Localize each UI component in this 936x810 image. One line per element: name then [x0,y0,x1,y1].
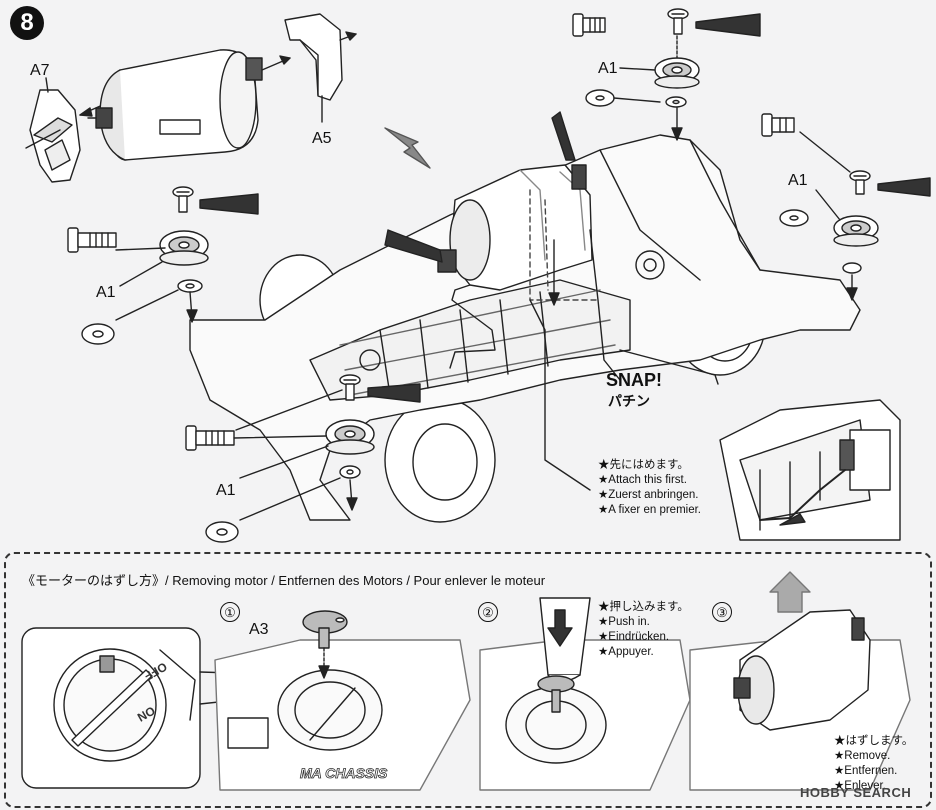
attach-first-note-jp: ★先にはめます。 [598,459,689,471]
roller-top-right [572,8,761,141]
motor-inserted [384,111,719,491]
watermark: HOBBY SEARCH [800,785,912,800]
direction-arrow [384,127,431,169]
remove-note-de: ★Entfernen. [834,765,898,777]
attach-first-notes: ★先にはめます。 ★Attach this first. ★Zuerst anb… [598,458,701,518]
motor-subassembly [25,13,357,183]
step-number-badge: 8 [10,6,44,40]
switch-detail [21,627,331,789]
push-in-notes: ★押し込みます。 ★Push in. ★Eindrücken. ★Appuyer… [598,600,689,660]
part-label-a1-top-right: A1 [598,60,618,77]
part-label-a1-right: A1 [788,172,808,189]
removal-step-2 [479,597,691,791]
remove-notes: ★はずします。 ★Remove. ★Entfernen. ★Enlever. [834,734,913,794]
removal-step-number-2: ② [478,602,498,622]
push-note-en: ★Push in. [598,616,650,628]
removing-motor-panel [4,552,932,808]
remove-note-fr: ★Enlever. [834,780,886,792]
roller-left [67,186,259,345]
remove-note-en: ★Remove. [834,750,891,762]
attach-first-note-fr: ★A fixer en premier. [598,504,701,516]
remove-note-jp: ★はずします。 [834,735,914,747]
part-label-a1-bottom: A1 [216,482,236,499]
push-note-jp: ★押し込みます。 [598,601,689,613]
removal-step-number-3: ③ [712,602,732,622]
roller-right [761,113,931,301]
attach-first-inset [719,399,901,541]
part-label-a5: A5 [312,130,332,147]
push-note-fr: ★Appuyer. [598,646,654,658]
attach-first-note-en: ★Attach this first. [598,474,687,486]
attach-first-note-de: ★Zuerst anbringen. [598,489,699,501]
part-label-a7: A7 [30,62,50,79]
removal-step-3 [689,571,911,791]
part-label-a3: A3 [249,621,269,638]
chassis-text: MA CHASSIS [300,765,388,781]
removal-step-1 [214,610,471,791]
snap-japanese-label: パチン [608,393,650,409]
roller-bottom [185,374,421,543]
removing-motor-title: 《モーターのはずし方》/ Removing motor / Entfernen … [22,573,546,588]
push-note-de: ★Eindrücken. [598,631,670,643]
snap-label: SNAP! [606,370,663,390]
part-label-a1-left: A1 [96,284,116,301]
removal-step-number-1: ① [220,602,240,622]
